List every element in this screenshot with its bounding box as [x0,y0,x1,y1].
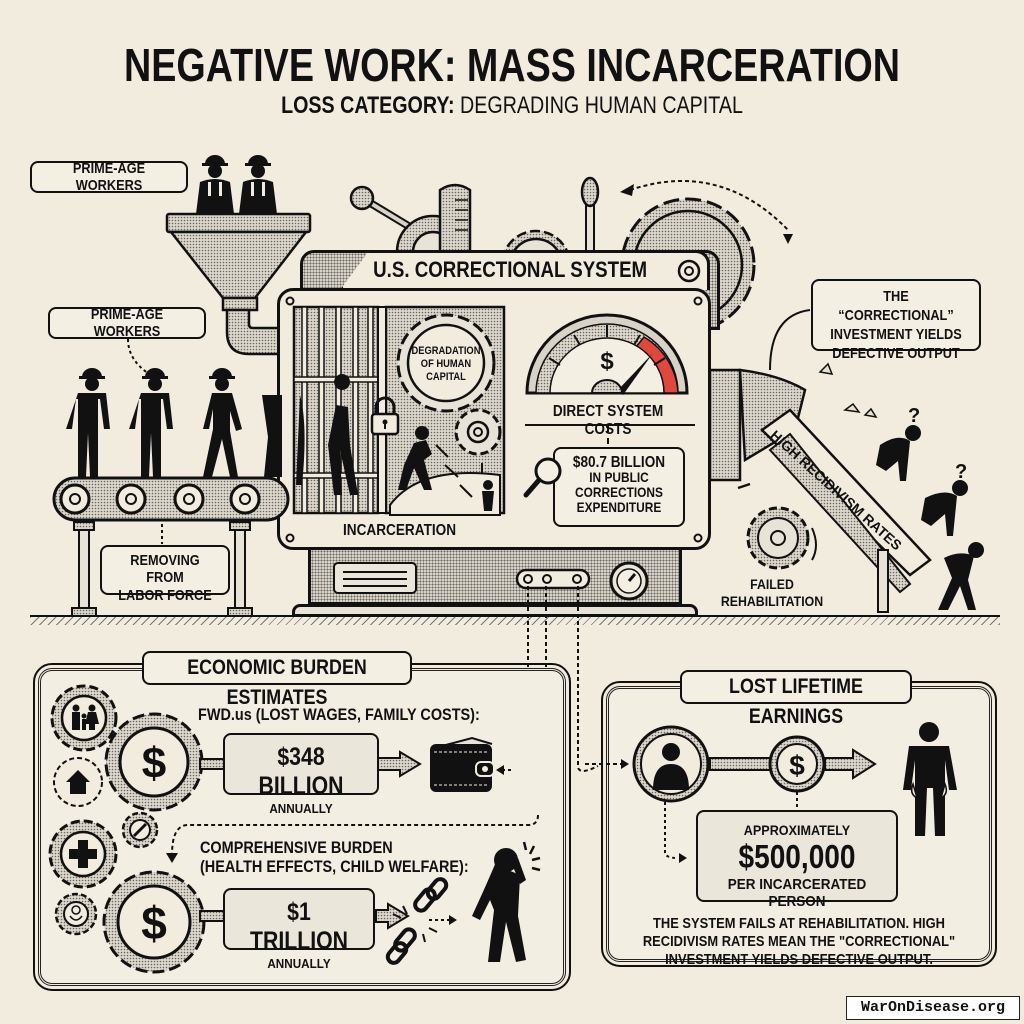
prime-age-workers-conveyor-label: PRIME-AGE WORKERS [48,306,206,340]
system-title: U.S. CORRECTIONAL SYSTEM [373,257,647,282]
machine-foot [292,604,698,617]
prime-age-workers-top-label: PRIME-AGE WORKERS [30,160,188,194]
gauge-dollar-symbol: $ [600,348,614,375]
funnel-icon [165,212,312,356]
fwd-arrows-icon [199,750,422,778]
distressed-person-icon [472,841,541,962]
conveyor-belt-icon [52,476,290,617]
comp-value-box: $1 TRILLION ANNUALLY [223,888,375,971]
machine-rivets-icon [285,296,703,543]
expenditure-box: $80.7 BILLION IN PUBLIC CORRECTIONS EXPE… [553,447,685,527]
fwd-us-source-label: FWD.us (LOST WAGES, FAMILY COSTS): [198,705,480,724]
comp-connector-icon [166,814,539,863]
pressure-dial-icon [609,561,649,601]
svg-text:$: $ [142,739,166,788]
fwd-value-box: $348 BILLION ANNUALLY [223,733,379,816]
workers-on-funnel-icon [196,155,277,214]
svg-text:$: $ [789,750,805,781]
incarceration-label: INCARCERATION [343,522,457,539]
svg-text:?: ? [908,405,920,427]
economic-burden-title: ECONOMIC BURDEN ESTIMATES [142,651,412,709]
cost-gauge-icon: $ [525,313,689,395]
machine-vent [333,562,417,594]
degradation-gear-icon [389,313,502,516]
dotted-leader-icon [127,338,159,380]
gauge-connector [607,426,609,444]
comprehensive-burden-label: COMPREHENSIVE BURDEN (HEALTH EFFECTS, CH… [200,838,469,876]
defective-output-callout: THE “CORRECTIONAL” INVESTMENT YIELDS DEF… [811,279,981,362]
lost-lifetime-earnings-title: LOST LIFETIME EARNINGS [680,670,912,728]
wallet-icon [430,736,514,792]
recidivism-chute-icon: ? ? [708,309,984,613]
system-title-plate [340,250,710,290]
removing-from-labor-force-label: REMOVING FROM LABOR FORCE [100,545,230,604]
broken-chain-icon [385,877,457,965]
burden-gears-icon: $ $ [48,684,206,974]
comp-arrows-icon [199,902,410,930]
svg-text:?: ? [955,461,967,483]
svg-text:$: $ [141,897,167,949]
page-subtitle: LOSS CATEGORY: DEGRADING HUMAN CAPITAL [92,92,932,120]
magnifying-glass-icon [523,457,562,498]
earnings-flow-icon: $ [585,722,957,863]
bolt-icon [677,259,701,283]
rehabilitation-failure-note: THE SYSTEM FAILS AT REHABILITATION. HIGH… [642,915,956,968]
subtitle-category-label: LOSS CATEGORY: [281,92,455,119]
watermark-label: WarOnDisease.org [846,996,1020,1020]
subtitle-category-value: DEGRADING HUMAN CAPITAL [460,92,743,119]
lifetime-earnings-value-box: APPROXIMATELY $500,000 PER INCARCERATED … [696,810,898,910]
failed-rehabilitation-label: FAILED REHABILITATION [720,576,824,609]
degradation-gear-label: DEGRADATION OF HUMAN CAPITAL [411,345,481,383]
machine-output-ports-icon [515,568,591,590]
workers-on-conveyor-icon [66,368,282,477]
gauge-divider [525,424,695,426]
page-title: NEGATIVE WORK: MASS INCARCERATION [123,39,901,91]
